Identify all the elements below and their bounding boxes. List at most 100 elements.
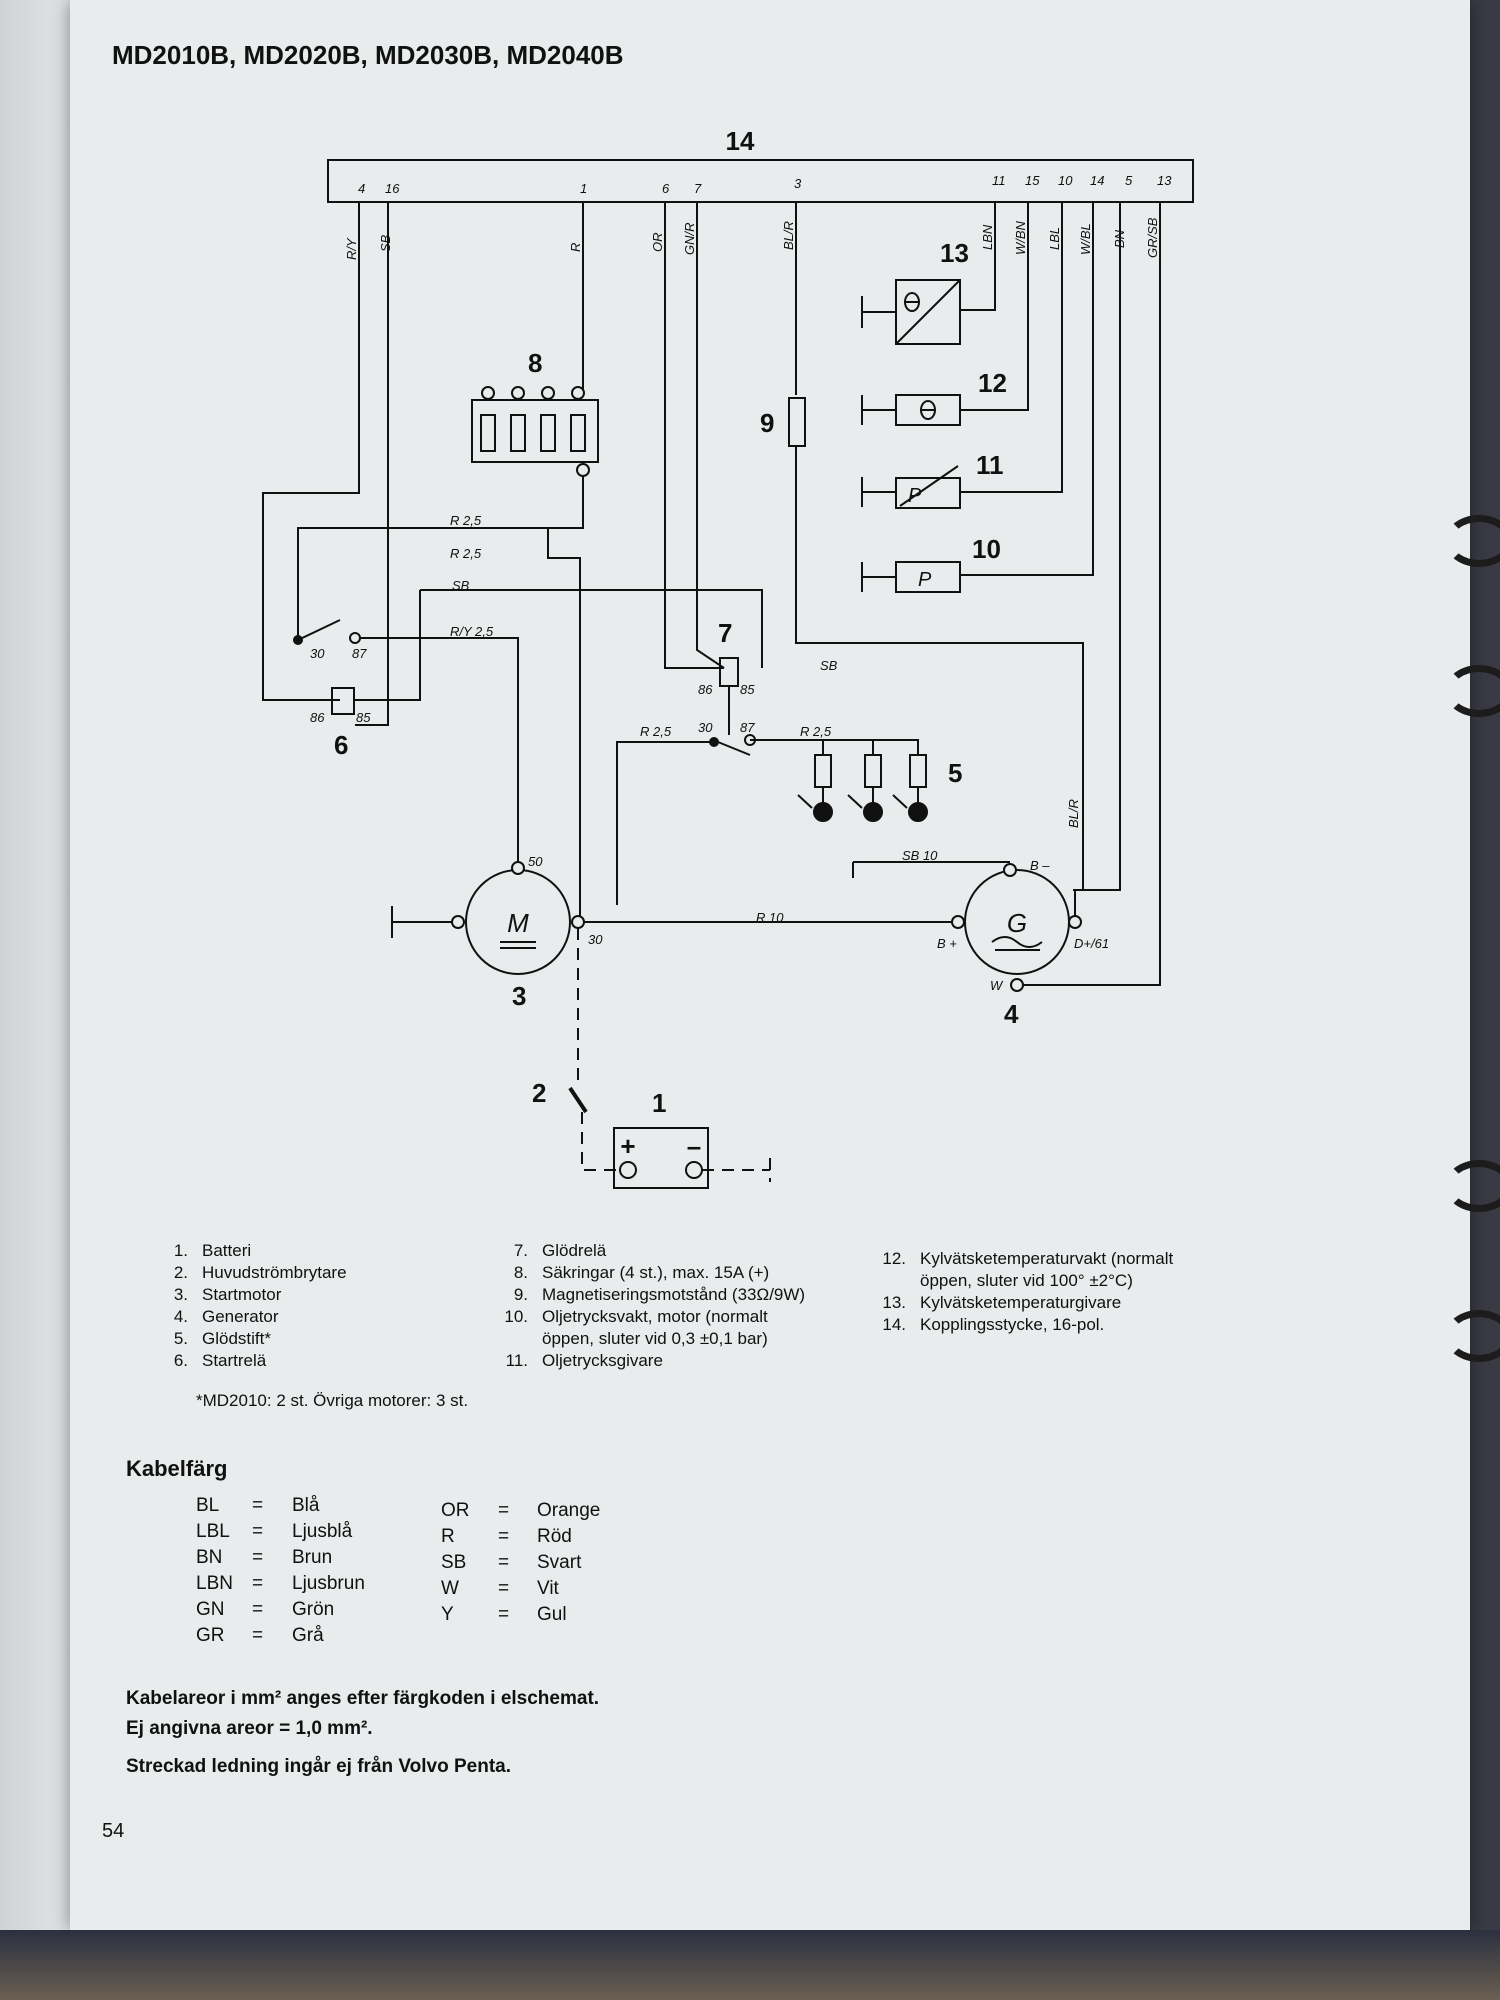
color-code: OR [441,1500,470,1521]
fuse-block-8 [471,386,599,477]
wire-label-sb: SB [378,234,393,252]
glow-relay-7 [709,657,756,756]
term-87b: 87 [740,720,755,735]
wire-label-sb10: SB 10 [902,848,938,863]
pin-13: 13 [1157,173,1172,188]
wire-label-r25c: R 2,5 [640,724,672,739]
legend-item: öppen, sluter vid 0,3 ±0,1 bar) [542,1329,768,1348]
wire-dashed-plus [581,1112,618,1171]
binder-ring [1445,1160,1500,1212]
component-numbers: 1 2 3 4 5 6 7 8 9 10 11 12 13 [334,238,1019,1118]
pin-1: 1 [580,181,587,196]
comp-4: 4 [1004,999,1019,1029]
page-number: 54 [102,1820,125,1842]
color-code-name: Orange [537,1500,601,1521]
sensor-12 [861,394,961,426]
legend-item: 13.Kylvätsketemperaturgivare [882,1293,1122,1312]
legend-item: 6.Startrelä [173,1351,267,1370]
comp-9: 9 [760,408,774,438]
term-30a: 30 [310,646,325,661]
color-code-name: Svart [537,1552,582,1573]
legend-mid: 7.Glödrelä 8.Säkringar (4 st.), max. 15A… [488,1240,805,1372]
pin-4: 4 [358,181,365,196]
sensor-13 [861,279,961,345]
wire-label-r: R [568,243,583,252]
pin-5: 5 [1125,173,1133,188]
comp-6: 6 [334,730,348,760]
term-30b: 30 [698,720,713,735]
legend-item: 12.Kylvätsketemperaturvakt (normalt [882,1249,1174,1268]
wire-lbl [960,202,1063,493]
page-title: MD2010B, MD2020B, MD2030B, MD2040B [112,40,624,70]
pin-6: 6 [662,181,670,196]
p-sensor-10: P [918,569,932,591]
wire-lbn [960,202,996,311]
legend-item: 10.Oljetrycksvakt, motor (normalt [504,1307,768,1326]
color-code: LBN [196,1573,233,1594]
pin-7: 7 [694,181,702,196]
legend-item: 1.Batteri [173,1241,252,1260]
wire-gnr [696,202,725,669]
battery-1 [613,1127,709,1189]
comp-7: 7 [718,618,732,648]
color-code-eq: = [252,1573,264,1594]
pin-10: 10 [1058,173,1073,188]
color-code-eq: = [252,1547,264,1568]
color-code: BN [196,1547,223,1568]
color-code-eq: = [498,1552,510,1573]
table-surface [0,1930,1500,2000]
wire-r25-plugs [750,739,919,755]
motor-symbol: M [507,908,529,938]
wire-ry25 [355,637,519,865]
pin-16: 16 [385,181,400,196]
binder-ring [1445,1310,1500,1362]
pin-15: 15 [1025,173,1040,188]
term-85b: 85 [740,682,755,697]
term-87a: 87 [352,646,367,661]
kabelfarg-heading: Kabelfärg [126,1456,228,1481]
wire-wbn [960,202,1029,411]
note-dashed-wire: Streckad ledning ingår ej från Volvo Pen… [126,1756,512,1777]
color-code: LBL [196,1521,230,1542]
manual-page [70,0,1470,1930]
legend-item: 4.Generator [173,1307,279,1326]
wire-sb-relay [420,589,763,668]
color-code-name: Grön [292,1599,335,1620]
wire-blr [795,202,1084,891]
wire-label-or: OR [650,233,665,253]
color-code-name: Vit [537,1578,559,1599]
color-code-name: Grå [292,1625,324,1646]
color-code: BL [196,1495,220,1516]
color-code: R [441,1526,455,1547]
term-86a: 86 [310,710,325,725]
color-code-name: Röd [537,1526,572,1547]
wire-label-r25b: R 2,5 [450,546,482,561]
comp-10: 10 [972,534,1001,564]
wire-sb [355,202,389,726]
wire-label-r25a: R 2,5 [450,513,482,528]
color-code-name: Ljusblå [292,1521,353,1542]
wire-label-wbn: W/BN [1013,220,1028,255]
legend-item: 8.Säkringar (4 st.), max. 15A (+) [513,1263,770,1282]
comp-12: 12 [978,368,1007,398]
term-85a: 85 [356,710,371,725]
color-code-eq: = [252,1625,264,1646]
legend-item: 7.Glödrelä [513,1241,607,1260]
note-default-area: Ej angivna areor = 1,0 mm². [126,1718,373,1739]
color-code-name: Gul [537,1604,567,1625]
wire-r25-glow [616,741,714,905]
color-code-eq: = [252,1599,264,1620]
generator-4 [951,863,1082,992]
legend-item: öppen, sluter vid 100° ±2°C) [920,1271,1133,1290]
comp-8: 8 [528,348,542,378]
term-86b: 86 [698,682,713,697]
pin-14: 14 [1090,173,1104,188]
color-code: W [441,1578,459,1599]
legend-left: 1.Batteri 2.Huvudströmbrytare 3.Startmot… [148,1240,347,1372]
color-code-eq: = [252,1495,264,1516]
wire-grsb [1017,202,1161,986]
term-bminus: B – [1030,858,1050,873]
wire-label-blr2: BL/R [1066,799,1081,828]
legend-right: 12.Kylvätsketemperaturvakt (normalt öppe… [866,1248,1173,1336]
color-code-name: Ljusbrun [292,1573,365,1594]
